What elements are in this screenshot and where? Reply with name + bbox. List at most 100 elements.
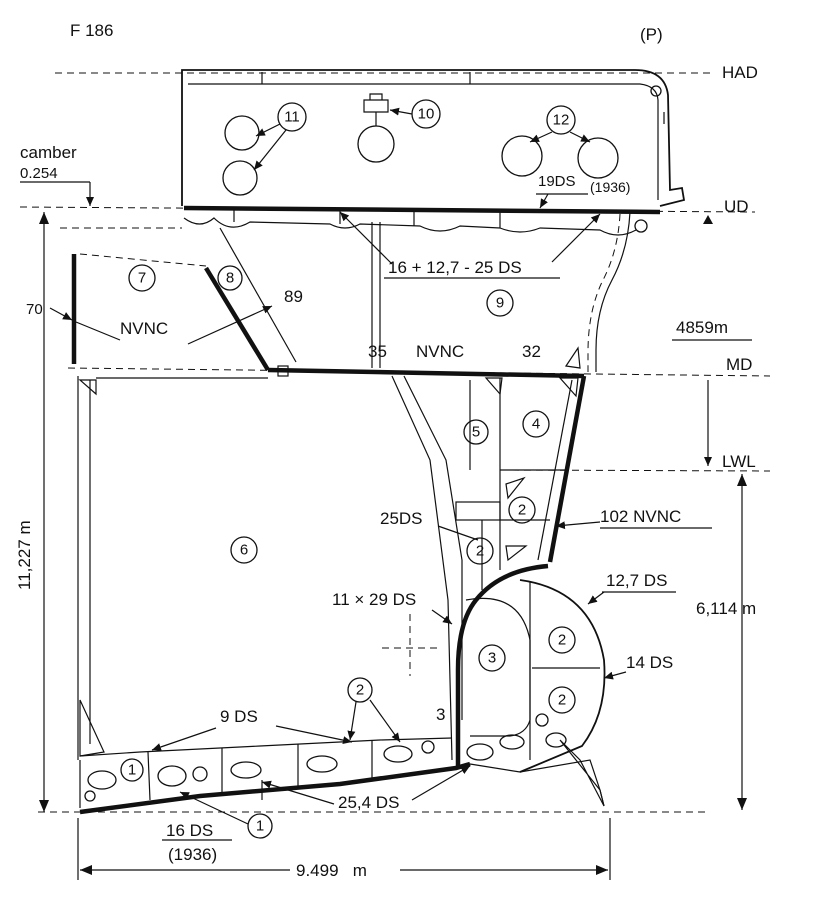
had-label: HAD — [722, 63, 758, 82]
md-stringer — [277, 365, 289, 377]
equipment-11-lower — [222, 160, 258, 196]
waterline-arrow-bottom — [737, 798, 747, 810]
compartment-2a: 2 — [347, 677, 373, 703]
side-70-label: 70 — [26, 301, 43, 318]
figure-id: F 186 — [70, 21, 113, 40]
compartment-3-label: 3 — [488, 650, 496, 667]
md-label: MD — [726, 355, 752, 374]
bilge-curve — [519, 579, 606, 773]
ud-deck-plate-label: 19DS — [538, 173, 576, 190]
bilge-127-label: 12,7 DS — [606, 571, 667, 590]
inner-bottom — [79, 737, 453, 757]
compartment-8: 8 — [217, 265, 243, 291]
bracket-5 — [484, 377, 503, 396]
total-height-label: 11,227 m — [15, 520, 34, 590]
nvnc-upper-label: NVNC — [120, 319, 168, 338]
waterline-height-label: 6,114 m — [696, 599, 756, 618]
inner-bulkhead-inner — [403, 375, 463, 720]
side-indicator: (P) — [640, 25, 663, 44]
equipment-10-valve-icon — [363, 93, 389, 126]
compartment-4: 4 — [522, 410, 550, 438]
bracket-2b — [505, 545, 528, 562]
compartment-4-label: 4 — [532, 416, 540, 433]
compartment-12: 12 — [546, 105, 576, 135]
slope-89-label: 89 — [284, 287, 303, 306]
side-70-pointer — [49, 307, 73, 321]
upper-deck-house-outline — [181, 69, 686, 207]
compartment-2d: 2 — [548, 626, 576, 654]
lightening-hole — [157, 765, 187, 787]
lightening-hole — [87, 770, 117, 790]
nvnc-upper-pointer-left — [75, 321, 121, 341]
total-height-arrow-top — [39, 212, 49, 224]
pointer-10 — [389, 107, 413, 116]
bracket-4 — [558, 377, 579, 398]
outer-hull-side — [595, 211, 631, 372]
compartment-1b: 1 — [247, 813, 273, 839]
lightening-hole — [383, 745, 413, 763]
total-height-arrow-bottom — [39, 800, 49, 812]
ud-triangle-icon — [703, 215, 713, 224]
girder-11x29-label: 11 × 29 DS — [332, 590, 416, 609]
lightening-hole — [535, 713, 549, 727]
compartment-7-label: 7 — [138, 270, 146, 287]
upper-deck-house-inner — [188, 83, 659, 200]
bottom-9-pointer-left — [151, 727, 217, 751]
bracket-2a — [505, 476, 526, 500]
md-nvnc-label: NVNC — [416, 342, 464, 361]
outer-hull-side-inner — [587, 213, 621, 372]
ud-combined-pointer-left — [339, 211, 393, 265]
keel-year-label: (1936) — [168, 845, 217, 864]
lightening-hole — [306, 755, 338, 773]
compartment-8-label: 8 — [226, 270, 234, 287]
md-left-bracket — [78, 379, 97, 396]
floor-3-label: 3 — [436, 705, 445, 724]
keel-16-label: 16 DS — [166, 821, 213, 840]
md-stringer-bracket — [564, 346, 581, 369]
compartment-3: 3 — [478, 644, 506, 672]
compartment-10: 10 — [411, 99, 441, 129]
lightening-hole — [545, 732, 567, 748]
sloping-plate-89 — [204, 266, 270, 372]
sloping-plate-89-edge — [219, 227, 297, 363]
bottom-254-pointer-left — [261, 780, 335, 805]
compartment-2d-label: 2 — [558, 632, 566, 649]
compartment-2b-label: 2 — [518, 502, 526, 519]
compartment-2e: 2 — [548, 686, 576, 714]
line-7-8 — [79, 253, 207, 267]
equipment-12-right — [577, 137, 619, 179]
pointer-2a-right — [369, 699, 401, 743]
lightening-hole — [499, 734, 525, 750]
compartment-5-label: 5 — [472, 424, 480, 441]
compartment-7: 7 — [128, 264, 156, 292]
compartment-12-label: 12 — [553, 112, 570, 129]
beam-label: 9.499 m — [296, 861, 367, 880]
bulkhead-curve-thick — [455, 563, 549, 768]
pointer-11a — [255, 123, 281, 137]
ud-deck-pointer — [539, 193, 549, 209]
pointer-2a-left — [347, 701, 357, 741]
bulkhead-25-pointer — [437, 525, 479, 541]
ud-label: UD — [724, 197, 749, 216]
waterline-arrow-top — [737, 474, 747, 486]
lightening-hole — [230, 761, 262, 779]
beam-arrow-left — [80, 865, 92, 875]
compartment-9: 9 — [486, 289, 514, 317]
compartment-1a-label: 1 — [128, 762, 136, 779]
deck-light-hole — [650, 85, 662, 97]
bulkhead-25-label: 25DS — [380, 509, 423, 528]
pointer-12a — [529, 131, 553, 143]
bottom-254-label: 25,4 DS — [338, 793, 399, 812]
bilge-14-label: 14 DS — [626, 653, 673, 672]
compartment-2e-label: 2 — [558, 692, 566, 709]
bilge-14-pointer — [603, 671, 627, 680]
camber-label: camber — [20, 143, 77, 162]
ud-deck-year-label: (1936) — [590, 179, 630, 195]
camber-value: 0.254 — [20, 165, 58, 182]
belt-armour-102 — [547, 375, 587, 563]
nvnc-upper-pointer-right — [187, 305, 273, 345]
lwl-reference-line — [499, 469, 771, 472]
pointer-1b — [179, 791, 249, 825]
compartment-1a: 1 — [120, 758, 144, 782]
